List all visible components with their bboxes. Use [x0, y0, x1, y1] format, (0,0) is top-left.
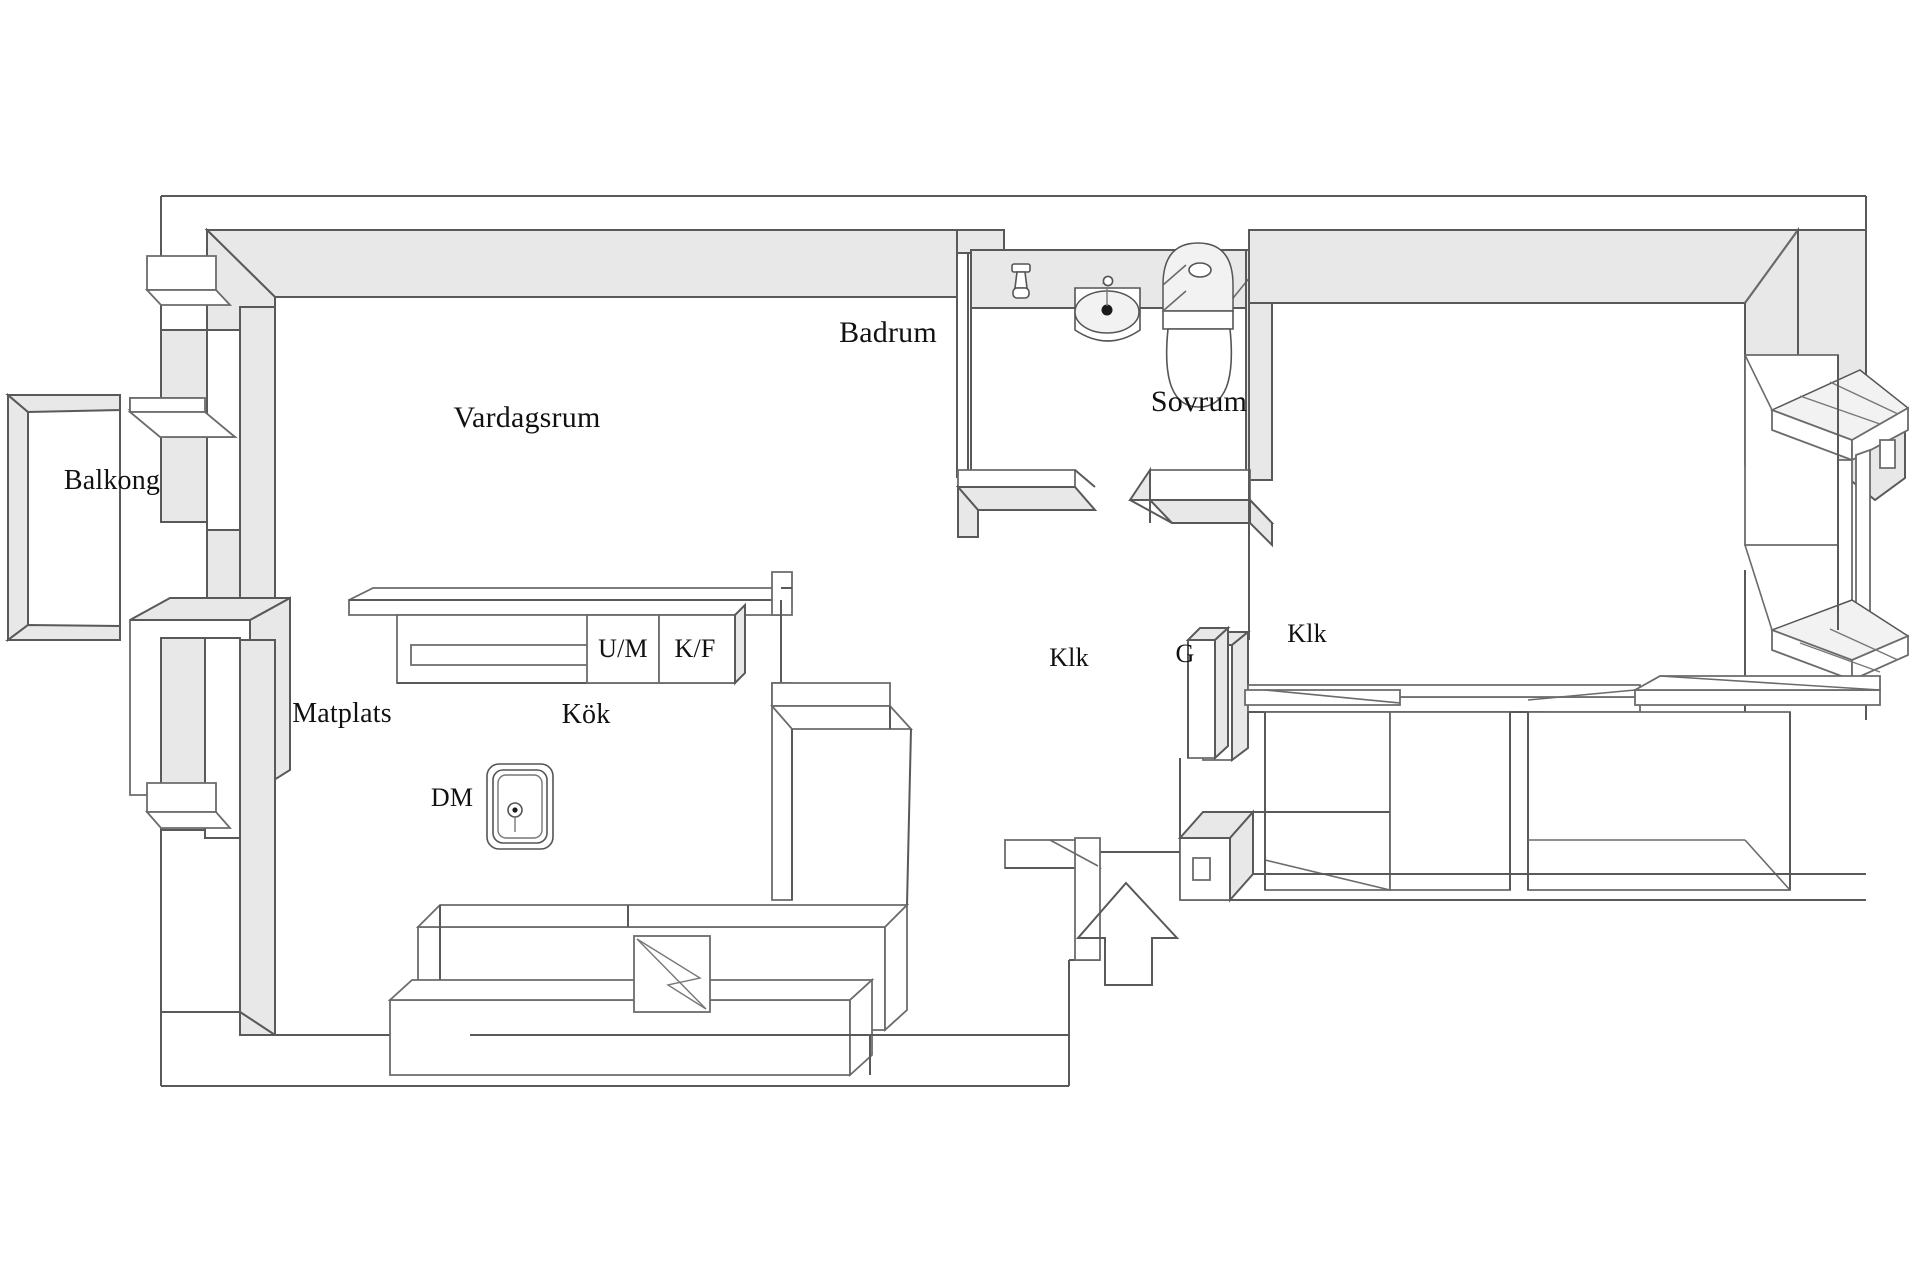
window-left-lower [145, 637, 276, 1036]
room-label-balkong: Balkong [63, 465, 161, 496]
closet-block [1200, 629, 1881, 891]
wall-fitting-icon [1011, 263, 1031, 299]
wall-kitchen-hall [770, 600, 914, 906]
closet-label-garderob: G [1175, 639, 1195, 668]
electric-stove-icon [633, 935, 711, 1013]
appliance-label-fridge-freezer: K/F [674, 634, 716, 663]
appliance-label-washer-dryer: U/M [598, 634, 648, 663]
bathroom-sink-icon [1074, 275, 1141, 342]
room-label-badrum: Badrum [839, 316, 937, 349]
kitchen-sink-icon [486, 763, 554, 850]
balcony-structure [5, 392, 121, 642]
closet-label-klk-right: Klk [1287, 619, 1327, 648]
wall-closet-left-stub [1185, 625, 1231, 761]
entrance-direction-arrow [1075, 881, 1180, 986]
closet-label-klk-left: Klk [1049, 643, 1089, 672]
room-label-kok: Kök [561, 699, 611, 730]
room-label-vardagsrum: Vardagsrum [453, 401, 601, 434]
wall-top-living [204, 227, 958, 641]
appliance-label-dishwasher: DM [430, 783, 474, 812]
hall-entry [1004, 758, 1866, 961]
wall-bottom-long [470, 1034, 1069, 1075]
bay-window-right [1744, 354, 1910, 682]
room-label-sovrum: Sovrum [1150, 385, 1248, 418]
room-label-matplats: Matplats [292, 698, 392, 729]
toilet-icon [1162, 242, 1234, 408]
wall-left-upper [160, 306, 276, 641]
kitchen-upper-run [348, 571, 793, 686]
